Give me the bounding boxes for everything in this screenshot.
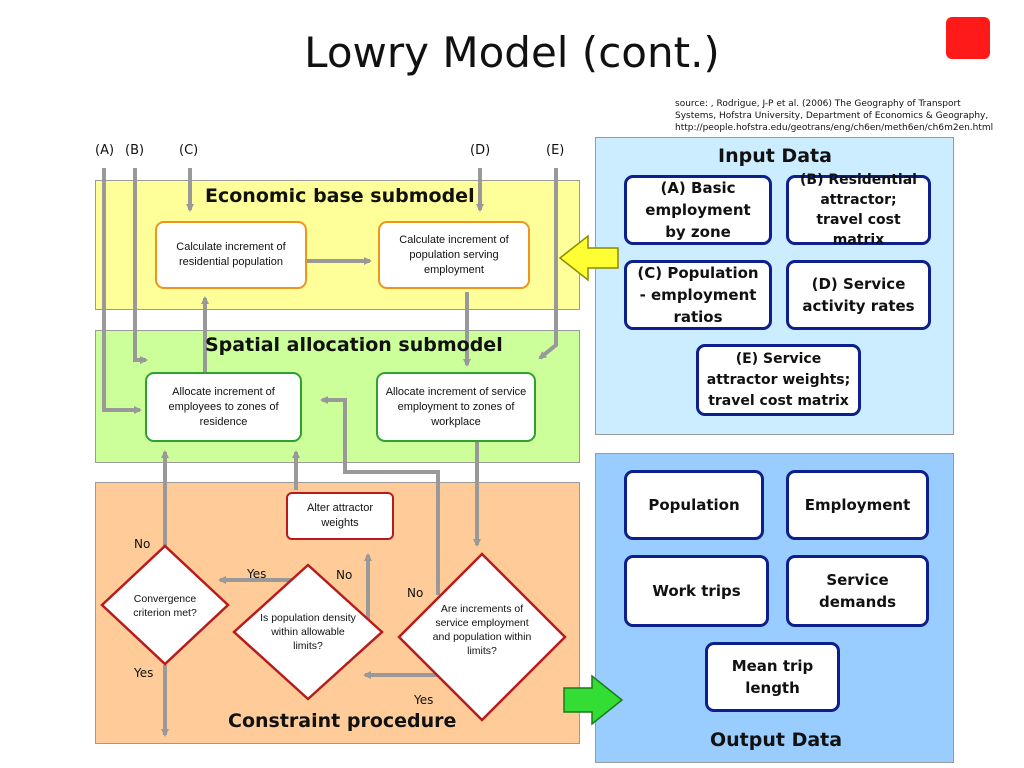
input-arrow-icon (558, 234, 619, 282)
input-data-label: Input Data (718, 145, 832, 167)
convergence-diamond (100, 544, 230, 666)
input-a-box: (A) Basic employment by zone (624, 175, 772, 245)
calc-population-box: Calculate increment of population servin… (378, 221, 530, 289)
increments-no-loop (320, 396, 440, 595)
red-square-icon (946, 17, 990, 59)
input-b-line (133, 168, 148, 364)
convergence-yes-label: Yes (134, 666, 154, 680)
increments-label: Are increments of service employment and… (432, 603, 532, 657)
source-citation: source: , Rodrigue, J-P et al. (2006) Th… (675, 98, 1020, 134)
source-line: source: , Rodrigue, J-P et al. (2006) Th… (675, 99, 961, 109)
increments-diamond (397, 552, 567, 722)
input-c-box: (C) Population - employment ratios (624, 260, 772, 330)
economic-base-label: Economic base submodel (205, 185, 475, 207)
input-d-box: (D) Service activity rates (786, 260, 931, 330)
input-a-line (102, 168, 142, 414)
input-e-box: (E) Service attractor weights; travel co… (696, 344, 861, 416)
convergence-label: Convergence criterion met? (133, 593, 197, 619)
spatial-allocation-label: Spatial allocation submodel (205, 334, 503, 356)
alter-weights-box: Alter attractor weights (286, 492, 394, 540)
increments-yes-label: Yes (414, 693, 434, 707)
input-label-a: (A) (95, 143, 115, 158)
output-mean-trip-box: Mean trip length (705, 642, 840, 712)
output-work-trips-box: Work trips (624, 555, 769, 627)
input-label-b: (B) (125, 143, 145, 158)
constraint-procedure-label: Constraint procedure (228, 710, 457, 732)
convergence-no-label: No (134, 537, 151, 551)
input-e-line (538, 168, 558, 360)
input-label-d: (D) (470, 143, 491, 158)
density-label: Is population density within allowable l… (260, 612, 356, 652)
output-employment-box: Employment (786, 470, 929, 540)
allocate-service-box: Allocate increment of service employment… (376, 372, 536, 442)
allocate-employees-box: Allocate increment of employees to zones… (145, 372, 302, 442)
source-line: http://people.hofstra.edu/geotrans/eng/c… (675, 123, 994, 133)
increments-no-label: No (407, 586, 424, 600)
input-label-e: (E) (546, 143, 565, 158)
density-diamond (232, 563, 384, 701)
output-service-demands-box: Service demands (786, 555, 929, 627)
slide-title: Lowry Model (cont.) (304, 28, 720, 77)
calc-residential-box: Calculate increment of residential popul… (155, 221, 307, 289)
density-no-label: No (336, 568, 353, 582)
input-label-c: (C) (179, 143, 199, 158)
output-data-label: Output Data (710, 729, 843, 751)
output-arrow-icon (563, 674, 624, 726)
output-population-box: Population (624, 470, 764, 540)
source-line: Systems, Hofstra University, Department … (675, 111, 989, 121)
density-yes-label: Yes (247, 567, 267, 581)
input-b-box: (B) Residential attractor; travel cost m… (786, 172, 931, 248)
